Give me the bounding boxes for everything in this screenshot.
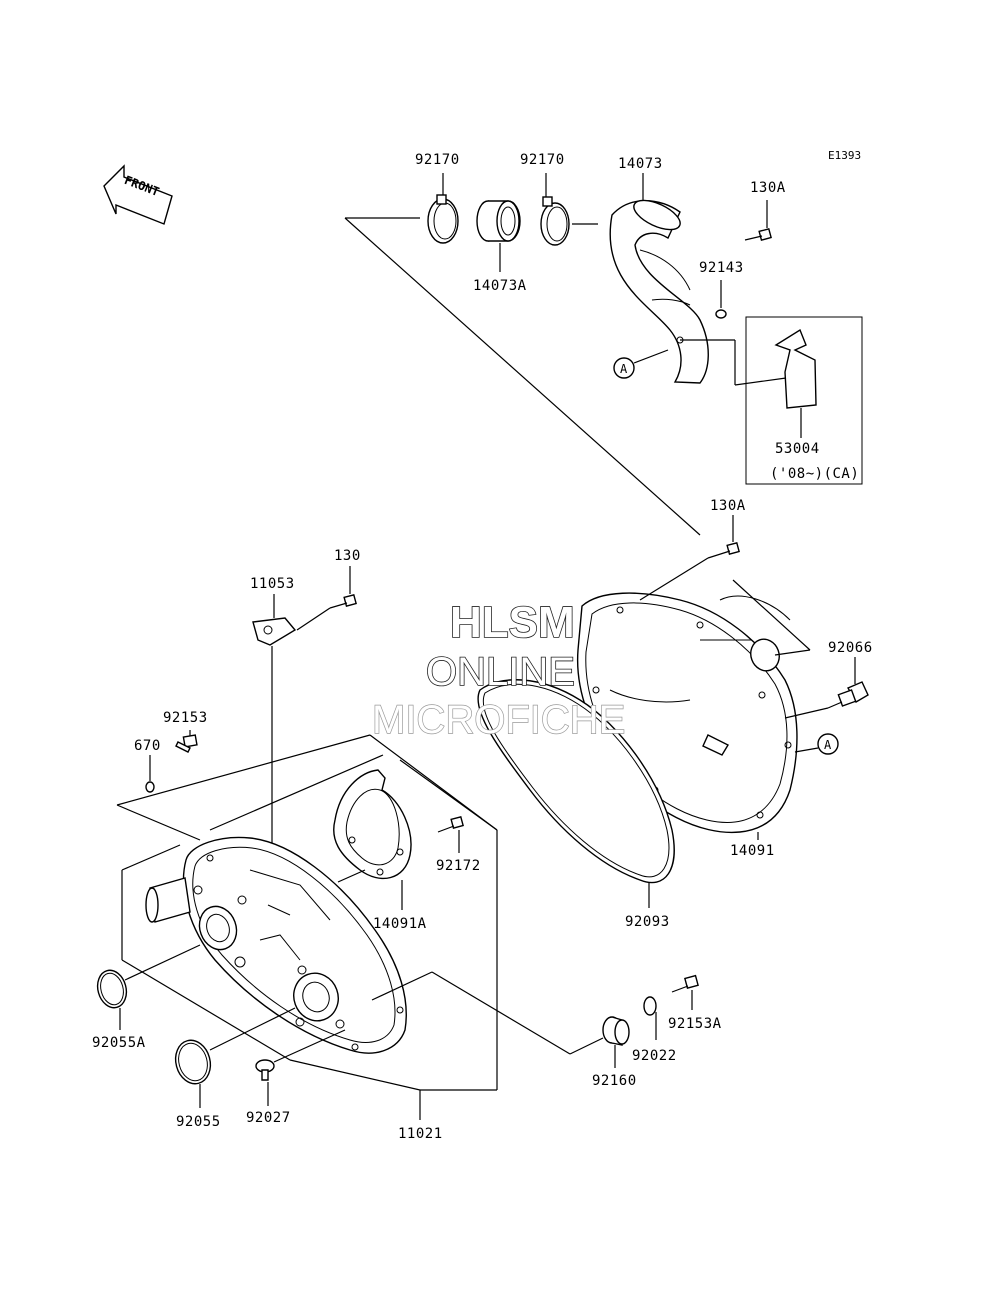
leader-line [732, 579, 811, 651]
watermark-line2: ONLINE [426, 650, 575, 694]
label-11053: 11053 [250, 576, 295, 592]
label-670: 670 [134, 738, 161, 754]
label-53004-note: ('08~)(CA) [770, 466, 859, 482]
label-92055: 92055 [176, 1114, 221, 1130]
label-92093: 92093 [625, 914, 670, 930]
front-arrow-icon: FRONT [103, 164, 173, 225]
oring-92055A [96, 944, 201, 1030]
callout-a-top: A [613, 349, 669, 379]
watermark-line3: MICROFICHE [372, 698, 625, 742]
intake-duct-14073A [476, 200, 521, 272]
label-130: 130 [334, 548, 361, 564]
label-130A-top: 130A [750, 180, 786, 196]
fitting-92066 [784, 657, 869, 719]
leader-line [344, 217, 701, 536]
bolt-130A-top [744, 200, 772, 241]
nut-92143 [680, 280, 735, 341]
label-11021: 11021 [398, 1126, 443, 1142]
svg-text:A: A [620, 362, 628, 376]
oring-670 [145, 755, 155, 793]
hose-clamp-left [427, 173, 459, 244]
bolt-92172 [437, 815, 464, 853]
diagram-code: E1393 [828, 149, 861, 162]
label-14091: 14091 [730, 843, 775, 859]
label-92055A: 92055A [92, 1035, 146, 1051]
watermark: HLSM ONLINE MICROFICHE [371, 597, 626, 743]
hose-clamp-right [540, 173, 598, 246]
bolt-92153 [175, 730, 198, 753]
bolt-130 [296, 566, 357, 631]
label-92143: 92143 [699, 260, 744, 276]
callout-a-mid: A [794, 733, 839, 755]
label-14091A: 14091A [373, 916, 427, 932]
group-bracket-lines [116, 734, 498, 1120]
washer-92022 [643, 996, 657, 1040]
label-92153A: 92153A [668, 1016, 722, 1032]
gasket-92093 [477, 679, 675, 908]
bolt-92153A [671, 974, 699, 1010]
label-92022: 92022 [632, 1048, 677, 1064]
air-hose-14073 [609, 173, 709, 384]
label-14073A: 14073A [473, 278, 527, 294]
watermark-line1: HLSM [450, 598, 575, 647]
label-92170-right: 92170 [520, 152, 565, 168]
inner-cover-11021 [145, 836, 407, 1054]
label-92160: 92160 [592, 1073, 637, 1089]
label-92066: 92066 [828, 640, 873, 656]
label-92170-left: 92170 [415, 152, 460, 168]
bracket-11053 [252, 594, 297, 845]
label-92172: 92172 [436, 858, 481, 874]
label-53004: 53004 [775, 441, 820, 457]
label-box-53004 [734, 316, 863, 485]
bolt-130A-mid [639, 515, 740, 601]
label-92027: 92027 [246, 1110, 291, 1126]
plug-92027 [255, 1029, 346, 1106]
label-92153: 92153 [163, 710, 208, 726]
grommet-92160 [371, 971, 630, 1068]
label-14073: 14073 [618, 156, 663, 172]
plate-14091A [333, 769, 412, 910]
label-130A-mid: 130A [710, 498, 746, 514]
svg-text:A: A [824, 738, 832, 752]
leader-line [774, 649, 811, 656]
oring-92055 [174, 1007, 296, 1108]
